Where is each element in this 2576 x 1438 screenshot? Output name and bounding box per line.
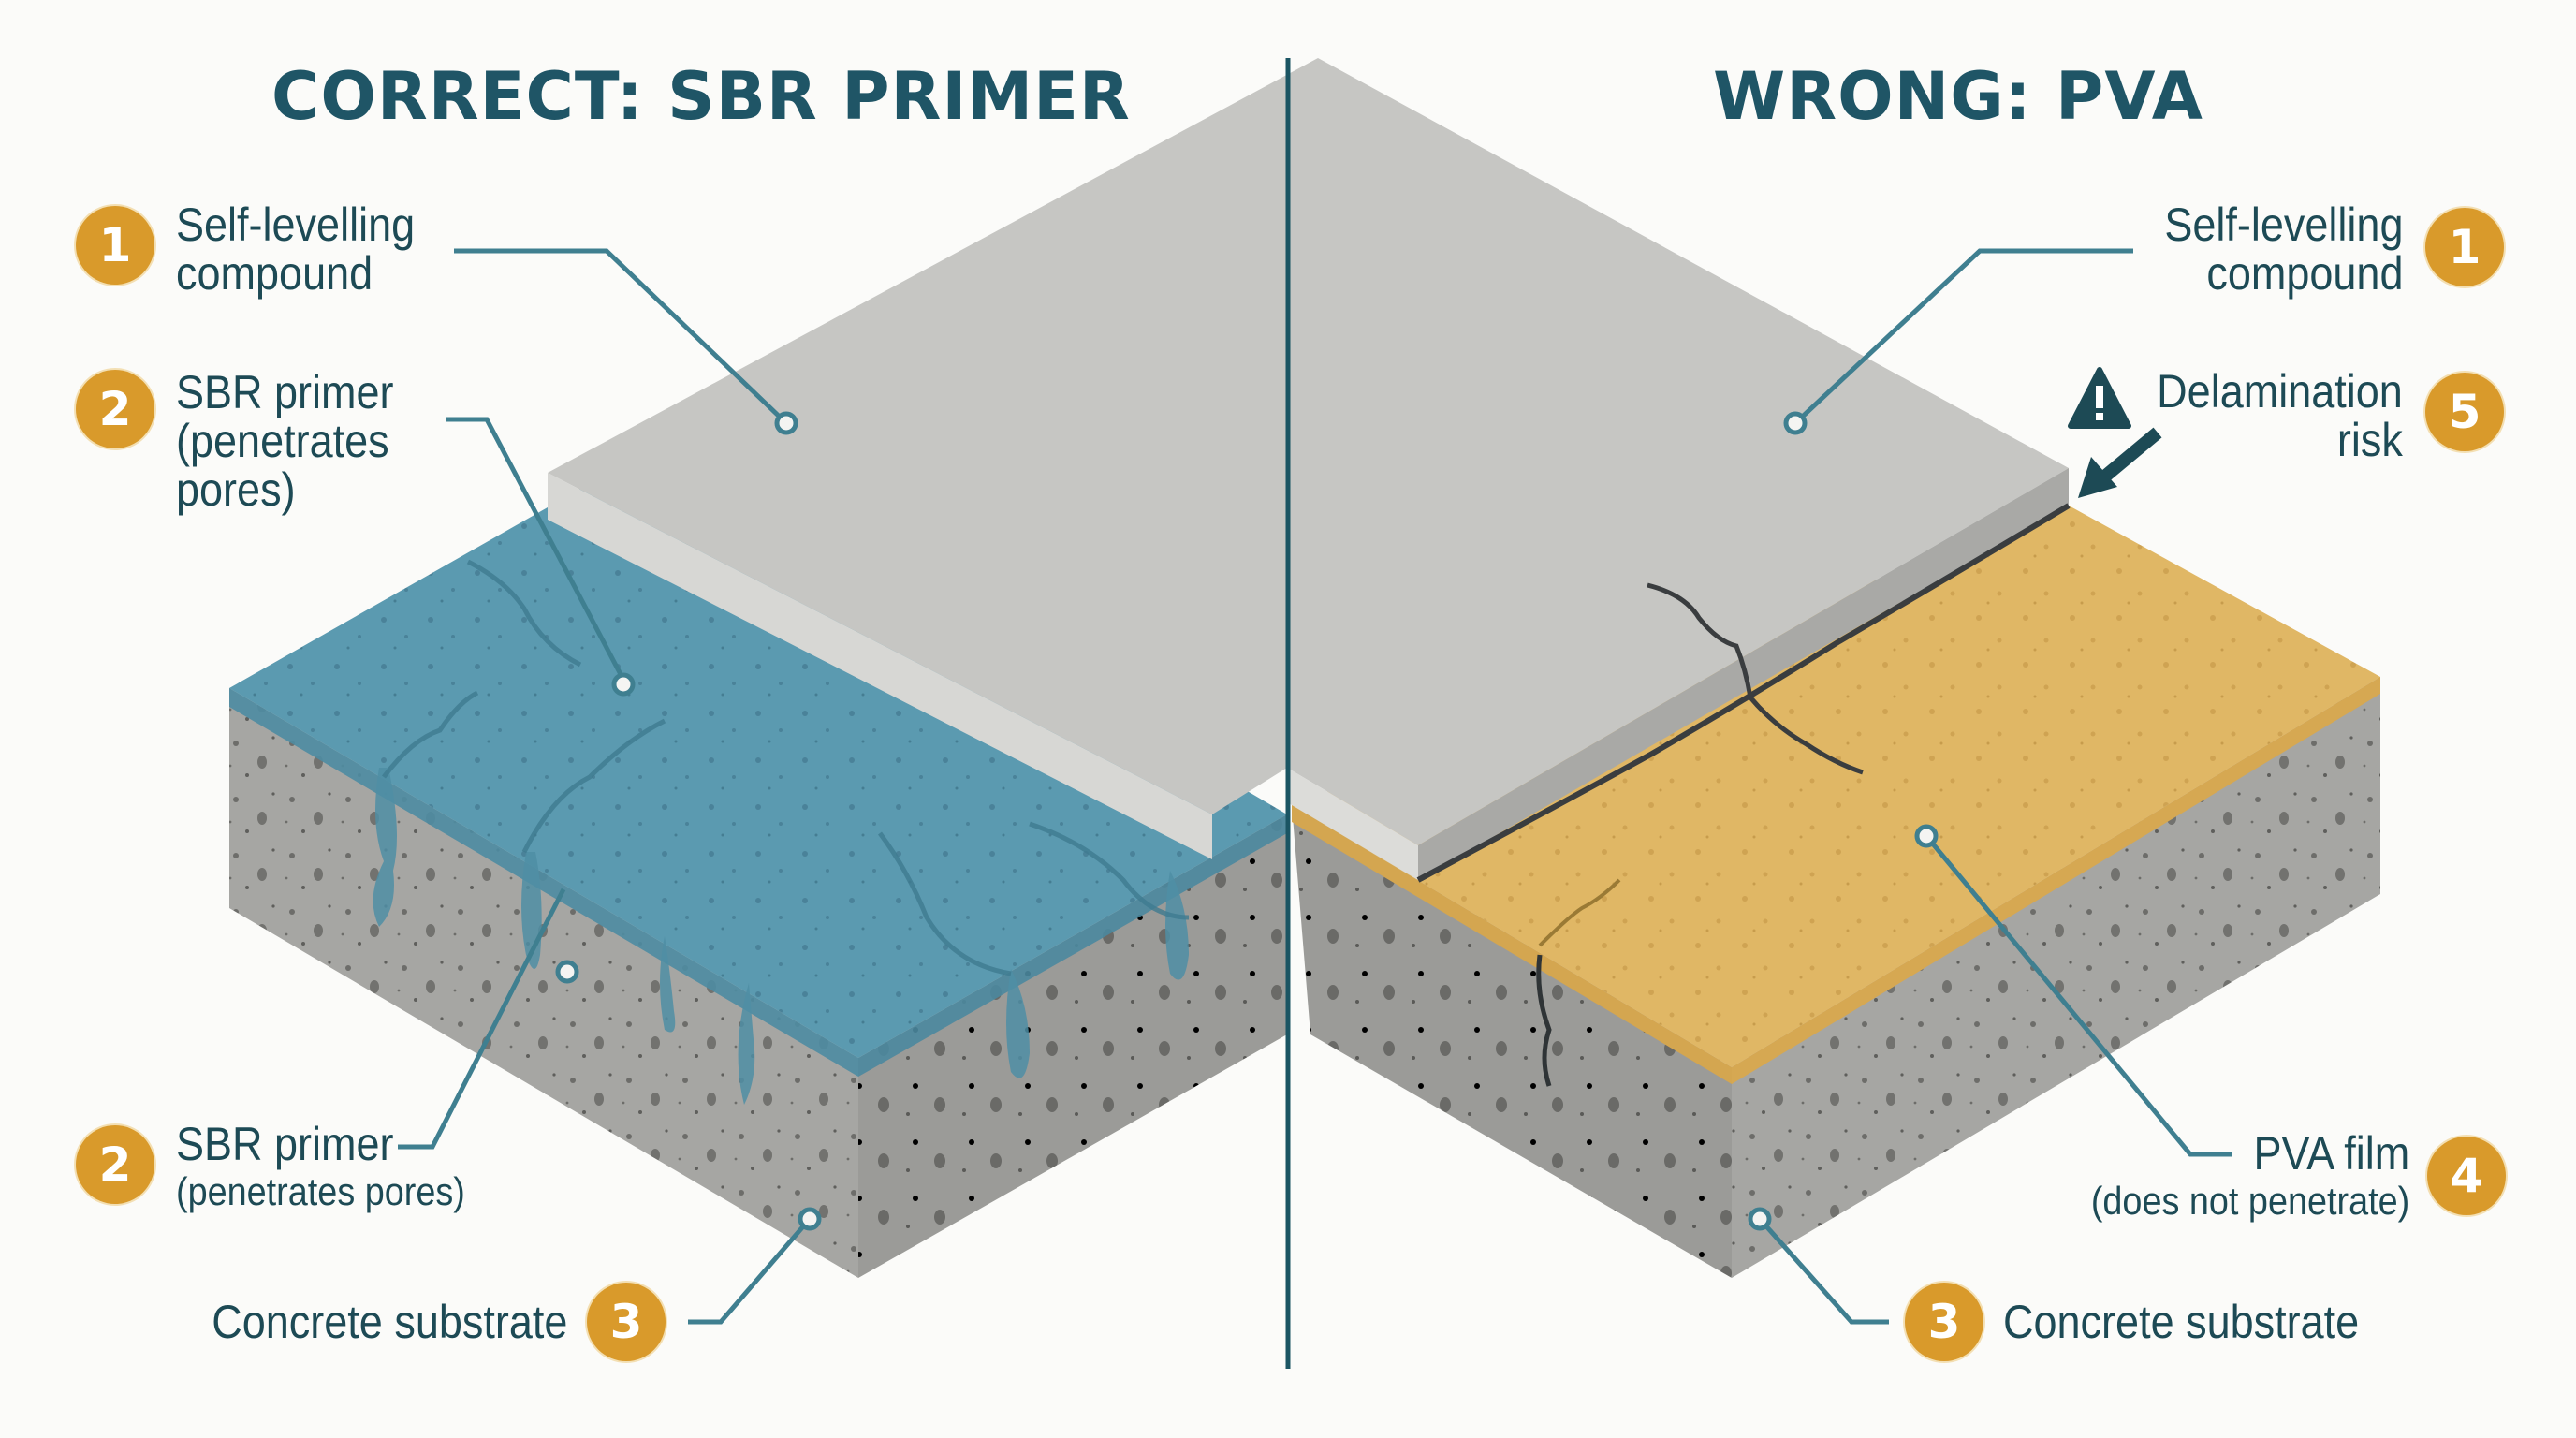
label-pva-film: PVA film (does not penetrate) <box>2090 1127 2409 1223</box>
right-block <box>1292 506 2380 1278</box>
badge-1-left: 1 <box>76 206 154 285</box>
label-sbr-primer-top: SBR primer (penetrates pores) <box>176 366 394 516</box>
badge-3-left: 3 <box>587 1283 666 1361</box>
badge-2-left-bottom: 2 <box>76 1125 154 1204</box>
badge-5-right: 5 <box>2425 373 2504 451</box>
label-self-levelling-right: Self-levelling compound <box>2163 198 2403 300</box>
left-block <box>229 445 1287 1278</box>
delamination-arrow-icon <box>2078 427 2162 498</box>
title-correct: CORRECT: SBR PRIMER <box>271 58 1131 135</box>
badge-4-right: 4 <box>2427 1137 2506 1215</box>
leader-lines <box>398 248 2232 1325</box>
primer-penetration-drips <box>373 768 1189 1105</box>
label-delamination-risk: Delamination risk <box>2157 365 2403 466</box>
leader-endpoints <box>555 411 1939 1231</box>
badge-1-right: 1 <box>2425 208 2504 286</box>
label-sbr-primer-bottom: SBR primer (penetrates pores) <box>176 1118 465 1213</box>
badge-2-left-top: 2 <box>76 370 154 448</box>
self-levelling-slab <box>548 58 2071 883</box>
label-self-levelling-left: Self-levelling compound <box>176 198 416 300</box>
warning-triangle-icon <box>2068 367 2131 429</box>
label-concrete-left: Concrete substrate <box>211 1296 567 1348</box>
badge-3-right: 3 <box>1905 1283 1983 1361</box>
label-concrete-right: Concrete substrate <box>2003 1296 2360 1348</box>
title-wrong: WRONG: PVA <box>1713 58 2203 135</box>
primer-filled-cracks <box>382 559 1190 976</box>
